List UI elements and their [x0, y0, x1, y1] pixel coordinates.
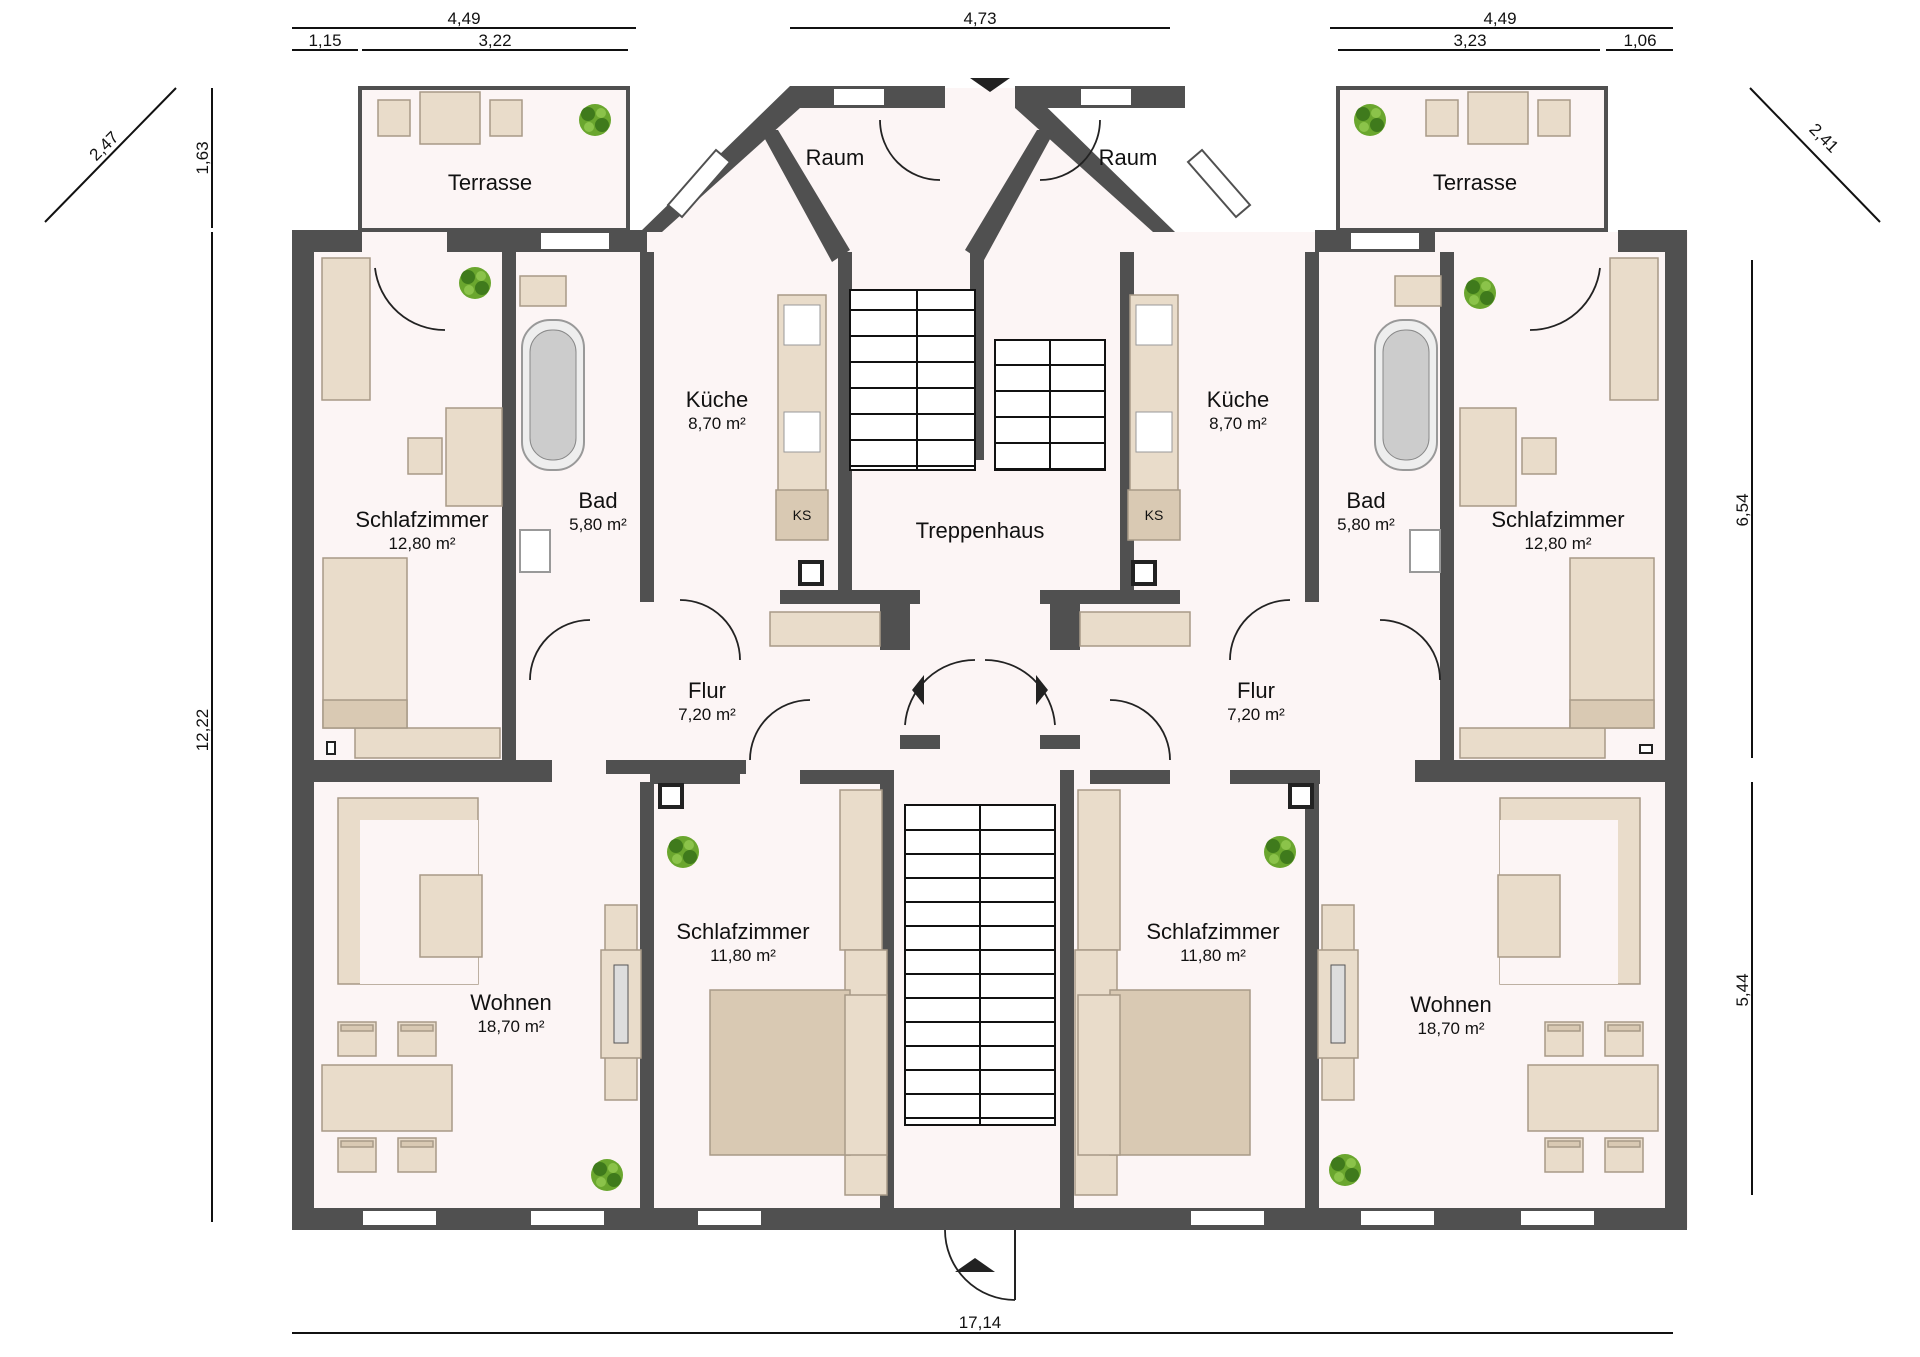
label-hall-right: Flur [1237, 678, 1275, 703]
dim-left-total-depth: 12,22 [193, 709, 212, 752]
dim-top-left-a: 1,15 [308, 31, 341, 50]
area-hall-left: 7,20 m² [678, 705, 736, 724]
label-terrace-left: Terrasse [448, 170, 532, 195]
label-terrace-right: Terrasse [1433, 170, 1517, 195]
area-bedroom-sw: 11,80 m² [710, 946, 776, 965]
furniture [321, 257, 1659, 1196]
dim-top-left-b: 3,22 [478, 31, 511, 50]
label-storage-left: Raum [806, 145, 865, 170]
dimension-lines [44, 27, 1881, 1334]
label-living-right: Wohnen [1410, 992, 1492, 1017]
area-bedroom-ne: 12,80 m² [1524, 534, 1591, 553]
label-stairwell: Treppenhaus [916, 518, 1045, 543]
label-bedroom-ne: Schlafzimmer [1491, 507, 1624, 532]
dim-bottom-total: 17,14 [959, 1313, 1002, 1332]
dim-right-upper: 6,54 [1733, 493, 1752, 526]
ks-label-right: KS [1145, 507, 1164, 523]
dim-top-center: 4,73 [963, 9, 996, 28]
area-bath-right: 5,80 m² [1337, 515, 1395, 534]
label-bedroom-sw: Schlafzimmer [676, 919, 809, 944]
dim-top-right-total: 4,49 [1483, 9, 1516, 28]
stair-treads [850, 290, 1105, 1125]
dim-left-terrace-depth: 1,63 [193, 141, 212, 174]
label-bath-right: Bad [1346, 488, 1385, 513]
label-bedroom-se: Schlafzimmer [1146, 919, 1279, 944]
area-bath-left: 5,80 m² [569, 515, 627, 534]
area-bedroom-nw: 12,80 m² [388, 534, 455, 553]
label-kitchen-left: Küche [686, 387, 748, 412]
area-living-left: 18,70 m² [477, 1017, 544, 1036]
dim-left-diagonal: 2,47 [86, 128, 123, 165]
dim-top-right-a: 3,23 [1453, 31, 1486, 50]
doors [374, 78, 1601, 1301]
room-labels: Terrasse Terrasse Raum Raum Küche 8,70 m… [355, 145, 1624, 1038]
dim-top-right-b: 1,06 [1623, 31, 1656, 50]
terraces [358, 86, 1608, 232]
label-bedroom-nw: Schlafzimmer [355, 507, 488, 532]
ks-label-left: KS [793, 507, 812, 523]
area-bedroom-se: 11,80 m² [1180, 946, 1246, 965]
label-living-left: Wohnen [470, 990, 552, 1015]
area-kitchen-left: 8,70 m² [688, 414, 746, 433]
area-living-right: 18,70 m² [1417, 1019, 1484, 1038]
label-storage-right: Raum [1099, 145, 1158, 170]
area-kitchen-right: 8,70 m² [1209, 414, 1267, 433]
label-bath-left: Bad [578, 488, 617, 513]
label-kitchen-right: Küche [1207, 387, 1269, 412]
area-hall-right: 7,20 m² [1227, 705, 1285, 724]
dim-top-left-total: 4,49 [447, 9, 480, 28]
windows [361, 87, 1596, 1227]
label-hall-left: Flur [688, 678, 726, 703]
dim-right-lower: 5,44 [1733, 973, 1752, 1006]
